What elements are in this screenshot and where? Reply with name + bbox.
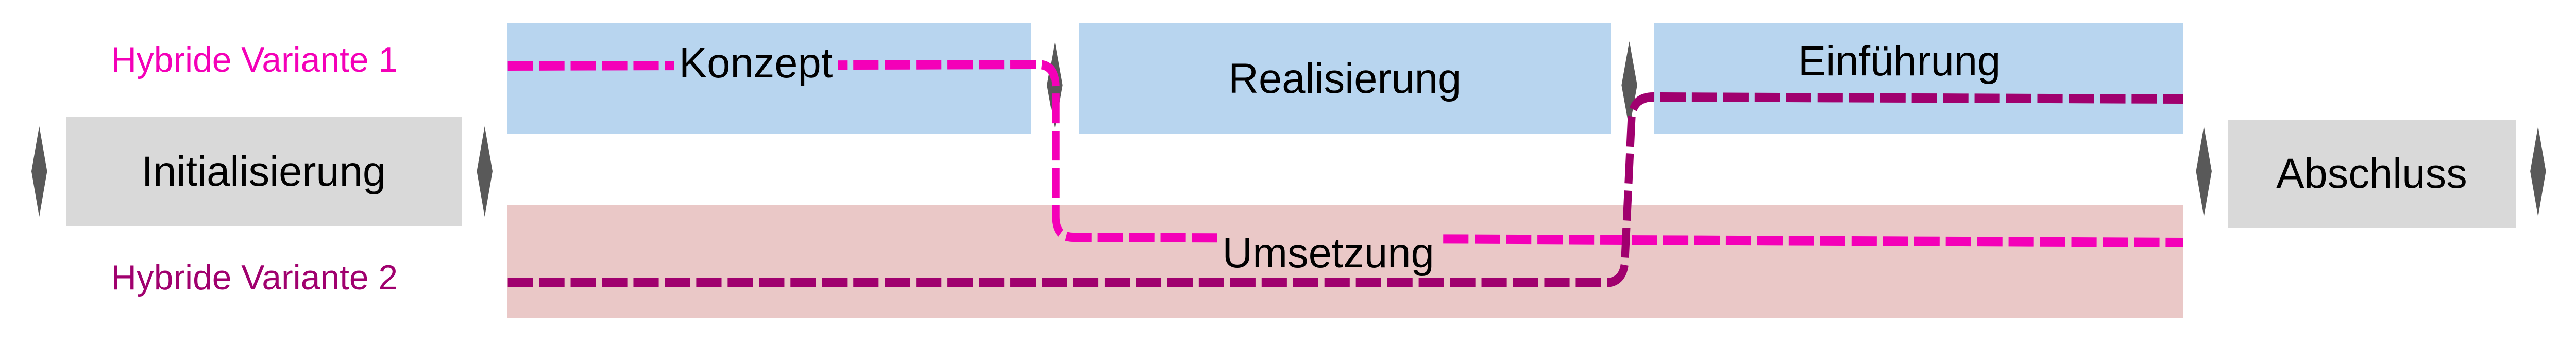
milestone-diamond-icon: [31, 126, 47, 217]
phase-label: Initialisierung: [141, 148, 386, 195]
phase-label-umsetzung: Umsetzung: [1217, 232, 1439, 274]
milestone-diamond-icon: [2530, 126, 2546, 217]
milestone-diamond-icon: [477, 126, 493, 217]
legend-variant-1: Hybride Variante 1: [111, 41, 398, 79]
phase-label: Abschluss: [2276, 150, 2467, 197]
phase-label-einfuehrung: Einführung: [1793, 40, 2006, 82]
variant-1-path: [507, 59, 2183, 247]
legend-variant-2: Hybride Variante 2: [111, 258, 398, 297]
variant-2-path: [507, 92, 2183, 287]
milestone-diamond-icon: [2196, 126, 2212, 217]
phase-label-konzept: Konzept: [674, 42, 838, 84]
milestone-diamond-icon: [1621, 41, 1637, 129]
phase-realisierung: Realisierung: [1079, 23, 1611, 134]
phase-abschluss: Abschluss: [2228, 120, 2516, 228]
phase-label: Realisierung: [1228, 55, 1462, 102]
phase-initialisierung: Initialisierung: [65, 117, 462, 226]
